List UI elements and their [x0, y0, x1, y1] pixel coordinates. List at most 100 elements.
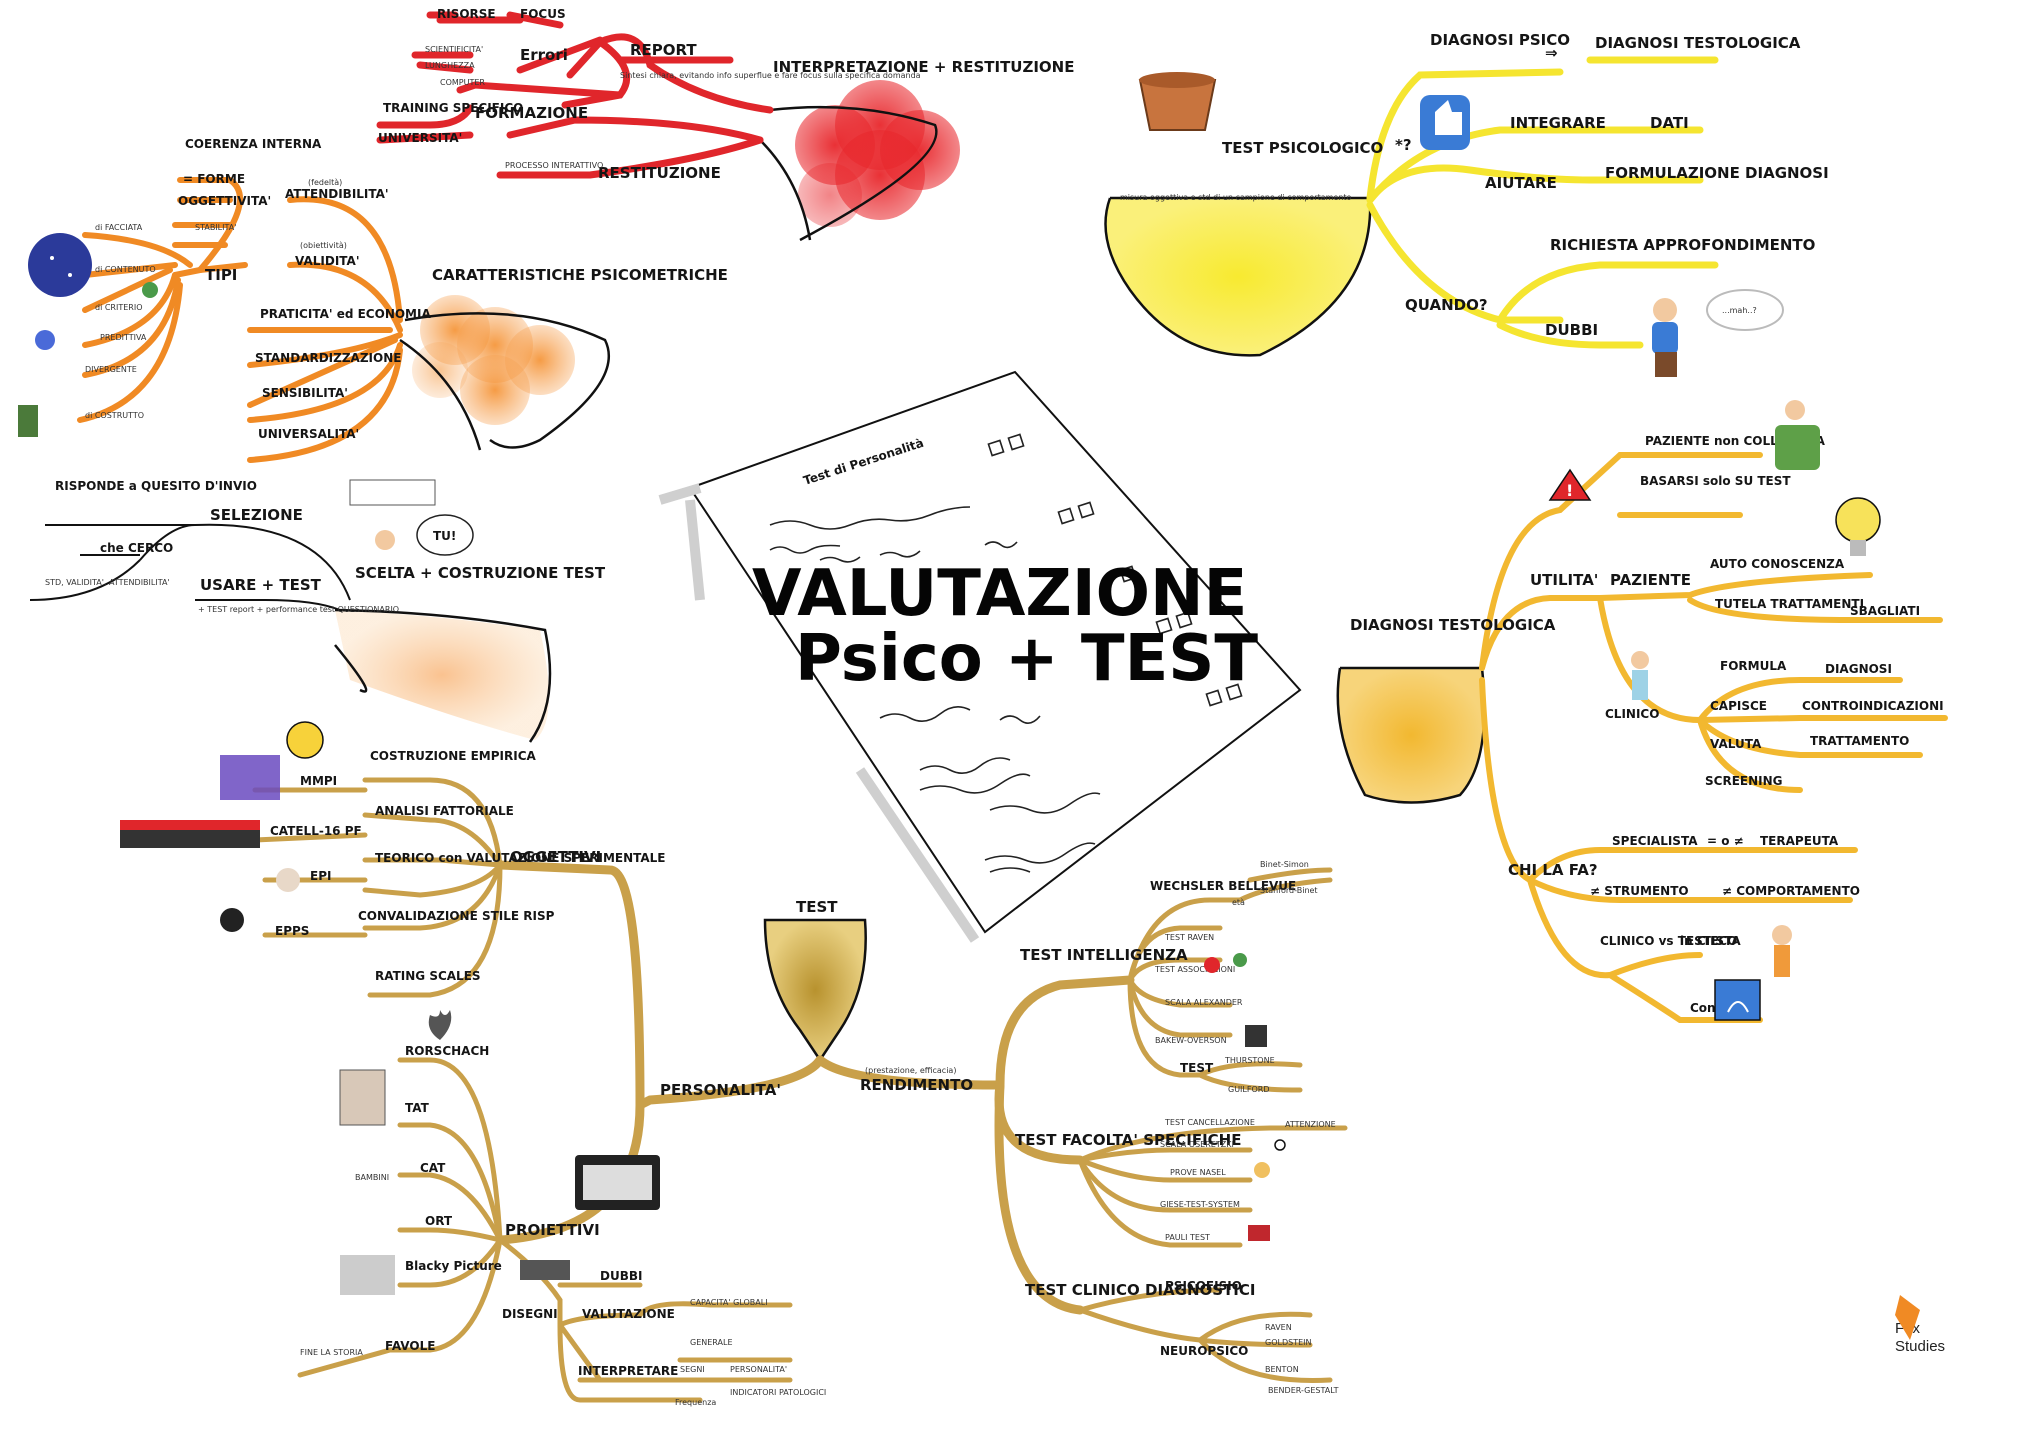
orange-blob — [399, 295, 610, 451]
tree-frequenza: Frequenza — [675, 1398, 716, 1407]
red-report-note: Sintesi chiara, evitando info superflue … — [620, 71, 921, 80]
gold-screening: SCREENING — [1705, 774, 1782, 788]
tree-dubbi: DUBBI — [600, 1269, 642, 1283]
crayons-icon — [120, 820, 260, 848]
yellow-mah: ...mah..? — [1722, 306, 1757, 315]
door-icon — [18, 405, 38, 437]
gold-valuta: VALUTA — [1710, 737, 1762, 751]
animals-icon — [340, 1255, 395, 1295]
cartoon-head-icon — [286, 721, 324, 759]
tree-neuropsico: NEUROPSICO — [1160, 1344, 1248, 1358]
flag-icon — [1248, 1225, 1270, 1241]
chef-icon — [276, 868, 300, 892]
red-root-1: INTERPRETAZIONE + RESTITUZIONE — [773, 58, 1075, 76]
orange-validita-note: (obiettività) — [300, 241, 347, 250]
red-scientificita: SCIENTIFICITA' — [425, 45, 483, 54]
coin-icon — [1204, 957, 1220, 973]
tree-nasel: PROVE NASEL — [1170, 1168, 1226, 1177]
orange-contenuto: di CONTENUTO — [95, 265, 156, 274]
tree-personalita2: PERSONALITA' — [730, 1365, 787, 1374]
yellow-richiesta: RICHIESTA APPROFONDIMENTO — [1550, 236, 1815, 254]
red-training: TRAINING SPECIFICO — [383, 101, 523, 115]
leaf-icon — [1233, 953, 1247, 967]
gold-branch: DIAGNOSI TESTOLOGICA PAZIENTE non COLLAB… — [1336, 434, 1948, 1023]
orange-standardizzazione: STANDARDIZZAZIONE — [255, 351, 401, 365]
tree-stanford: Stanford-Binet — [1260, 886, 1318, 895]
tree-test: TEST — [796, 898, 838, 916]
test-tree: TEST — [252, 749, 1348, 1407]
orange-root-1: CARATTERISTICHE PSICOMETRICHE — [432, 266, 728, 284]
gold-cieco: in CIECO — [1680, 934, 1737, 948]
yellow-root: TEST PSICOLOGICO — [1222, 139, 1383, 157]
gold-strumento: ≠ STRUMENTO — [1590, 884, 1689, 898]
orange-tipi: TIPI — [205, 266, 237, 284]
tree-intelligenza: TEST INTELLIGENZA — [1020, 946, 1188, 964]
yellow-diagnosi-testologica: DIAGNOSI TESTOLOGICA — [1595, 34, 1801, 52]
orange-sensibilita: SENSIBILITA' — [262, 386, 348, 400]
orange-validita: VALIDITA' — [295, 254, 360, 268]
orange-praticita: PRATICITA' ed ECONOMIA — [260, 307, 431, 321]
gold-con: Con — [1690, 1001, 1716, 1015]
scelta-tui: TU! — [433, 529, 456, 543]
tree-oggettivi: OGGETTIVI — [510, 848, 601, 866]
tree-cattell: CATELL-16 PF — [270, 824, 362, 838]
tree-facolta: TEST FACOLTA' SPECIFICHE — [1015, 1131, 1241, 1149]
yellow-aiutare: AIUTARE — [1485, 174, 1557, 192]
red-report: REPORT — [630, 41, 697, 59]
orange-criterio: di CRITERIO — [95, 303, 143, 312]
warning-icon: ! — [1548, 468, 1592, 501]
red-focus: FOCUS — [520, 7, 566, 21]
tree-convalidazione: CONVALIDAZIONE STILE RISP — [358, 909, 555, 923]
yellow-branch: TEST PSICOLOGICO misura oggettiva e std … — [1104, 31, 1829, 357]
tree-epps: EPPS — [275, 924, 309, 938]
orange-attendibilita: ATTENDIBILITA' — [285, 187, 389, 201]
kids-drawings-icon — [349, 479, 436, 506]
scelta-cerco: che CERCO — [100, 541, 173, 555]
tree-fine: FINE LA STORIA — [300, 1348, 363, 1357]
tree-eta: età — [1232, 898, 1245, 907]
tree-indicatori: INDICATORI PATOLOGICI — [730, 1388, 826, 1397]
yellow-formulazione: FORMULAZIONE DIAGNOSI — [1605, 164, 1829, 182]
tree-ort: ORT — [425, 1214, 453, 1228]
tree-epi: EPI — [310, 869, 331, 883]
edward-scissorhands-icon — [220, 908, 244, 932]
gold-root: DIAGNOSI TESTOLOGICA — [1350, 616, 1556, 634]
gold-specialista-eq: = o ≠ — [1707, 834, 1744, 848]
gold-terapeuta: TERAPEUTA — [1760, 834, 1839, 848]
tree-benton: BENTON — [1265, 1365, 1299, 1374]
gold-trattamento: TRATTAMENTO — [1810, 734, 1909, 748]
gold-diagnosi: DIAGNOSI — [1825, 662, 1892, 676]
tree-giese: GIESE-TEST-SYSTEM — [1160, 1200, 1240, 1209]
yellow-dati: DATI — [1650, 114, 1689, 132]
fox-icon — [1895, 1295, 1920, 1340]
scelta-branch: SCELTA + COSTRUZIONE TEST RISPONDE a QUE… — [29, 479, 606, 743]
tree-raven2: RAVEN — [1265, 1323, 1292, 1332]
gold-clinico-testista: CLINICO vs TESTISTA — [1600, 934, 1741, 948]
tree-rating: RATING SCALES — [375, 969, 481, 983]
yellow-dubbi: DUBBI — [1545, 321, 1598, 339]
doctor-icon — [1631, 651, 1649, 700]
tree-tat: TAT — [405, 1101, 430, 1115]
gold-basarsi: BASARSI solo SU TEST — [1640, 474, 1791, 488]
tree-blacky: Blacky Picture — [405, 1259, 502, 1273]
thumbs-up-icon — [1420, 95, 1470, 150]
orange-branch: CARATTERISTICHE PSICOMETRICHE ATTENDIBIL… — [77, 137, 728, 463]
red-lunghezza: LUNGHEZZA — [425, 61, 475, 70]
tree-interpretare: INTERPRETARE — [578, 1364, 678, 1378]
orange-coerenza: COERENZA INTERNA — [185, 137, 322, 151]
tree-associazioni: TEST ASSOCIAZIONI — [1154, 965, 1235, 974]
tree-wechsler: WECHSLER BELLEVUE — [1150, 879, 1296, 893]
tree-bambini: BAMBINI — [355, 1173, 389, 1182]
orange-oggettivita: OGGETTIVITA' — [178, 194, 271, 208]
tree-proiettivi: PROIETTIVI — [505, 1221, 600, 1239]
portrait-icon — [339, 1069, 386, 1126]
logo-line-2: Studies — [1895, 1338, 1946, 1355]
scelta-root: SCELTA + COSTRUZIONE TEST — [355, 564, 606, 582]
yellow-arrow: ⇒ — [1545, 44, 1558, 62]
red-computer: COMPUTER — [440, 78, 485, 87]
tree-valutazione: VALUTAZIONE — [582, 1307, 675, 1321]
gold-tutela: TUTELA TRATTAMENTI — [1715, 597, 1864, 611]
tree-goldstein: GOLDSTEIN — [1265, 1338, 1311, 1347]
tree-favole: FAVOLE — [385, 1339, 435, 1353]
